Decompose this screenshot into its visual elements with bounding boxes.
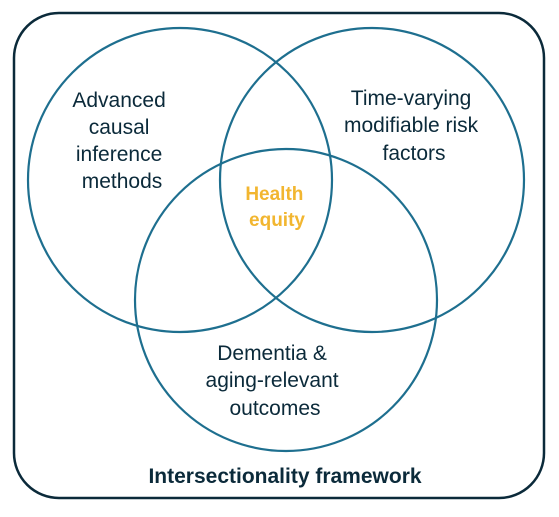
label-causal-inference-line-3: inference [76, 143, 162, 166]
label-causal-inference-line-2: causal [89, 116, 150, 139]
label-health-equity-line-2: equity [249, 210, 305, 231]
label-risk-factors-line-3: factors [382, 142, 445, 165]
label-risk-factors-line-2: modifiable risk [344, 114, 479, 137]
label-health-equity: Health equity [245, 184, 308, 231]
label-causal-inference: Advanced causal inference methods [72, 89, 171, 193]
label-risk-factors: Time-varying modifiable risk factors [344, 87, 484, 165]
circle-causal-inference [26, 26, 334, 334]
circle-risk-factors [218, 26, 526, 334]
label-causal-inference-line-1: Advanced [72, 89, 165, 112]
label-outcomes-line-3: outcomes [229, 397, 320, 420]
label-health-equity-line-1: Health [245, 184, 303, 205]
label-outcomes-line-2: aging-relevant [206, 369, 339, 392]
label-outcomes-line-1: Dementia & [217, 342, 327, 365]
label-outcomes: Dementia & aging-relevant outcomes [206, 342, 345, 420]
label-risk-factors-line-1: Time-varying [351, 87, 472, 110]
intersectionality-frame [12, 11, 546, 500]
frame-title: Intersectionality framework [148, 465, 421, 488]
circle-outcomes [133, 147, 439, 453]
label-causal-inference-line-4: methods [82, 170, 163, 193]
